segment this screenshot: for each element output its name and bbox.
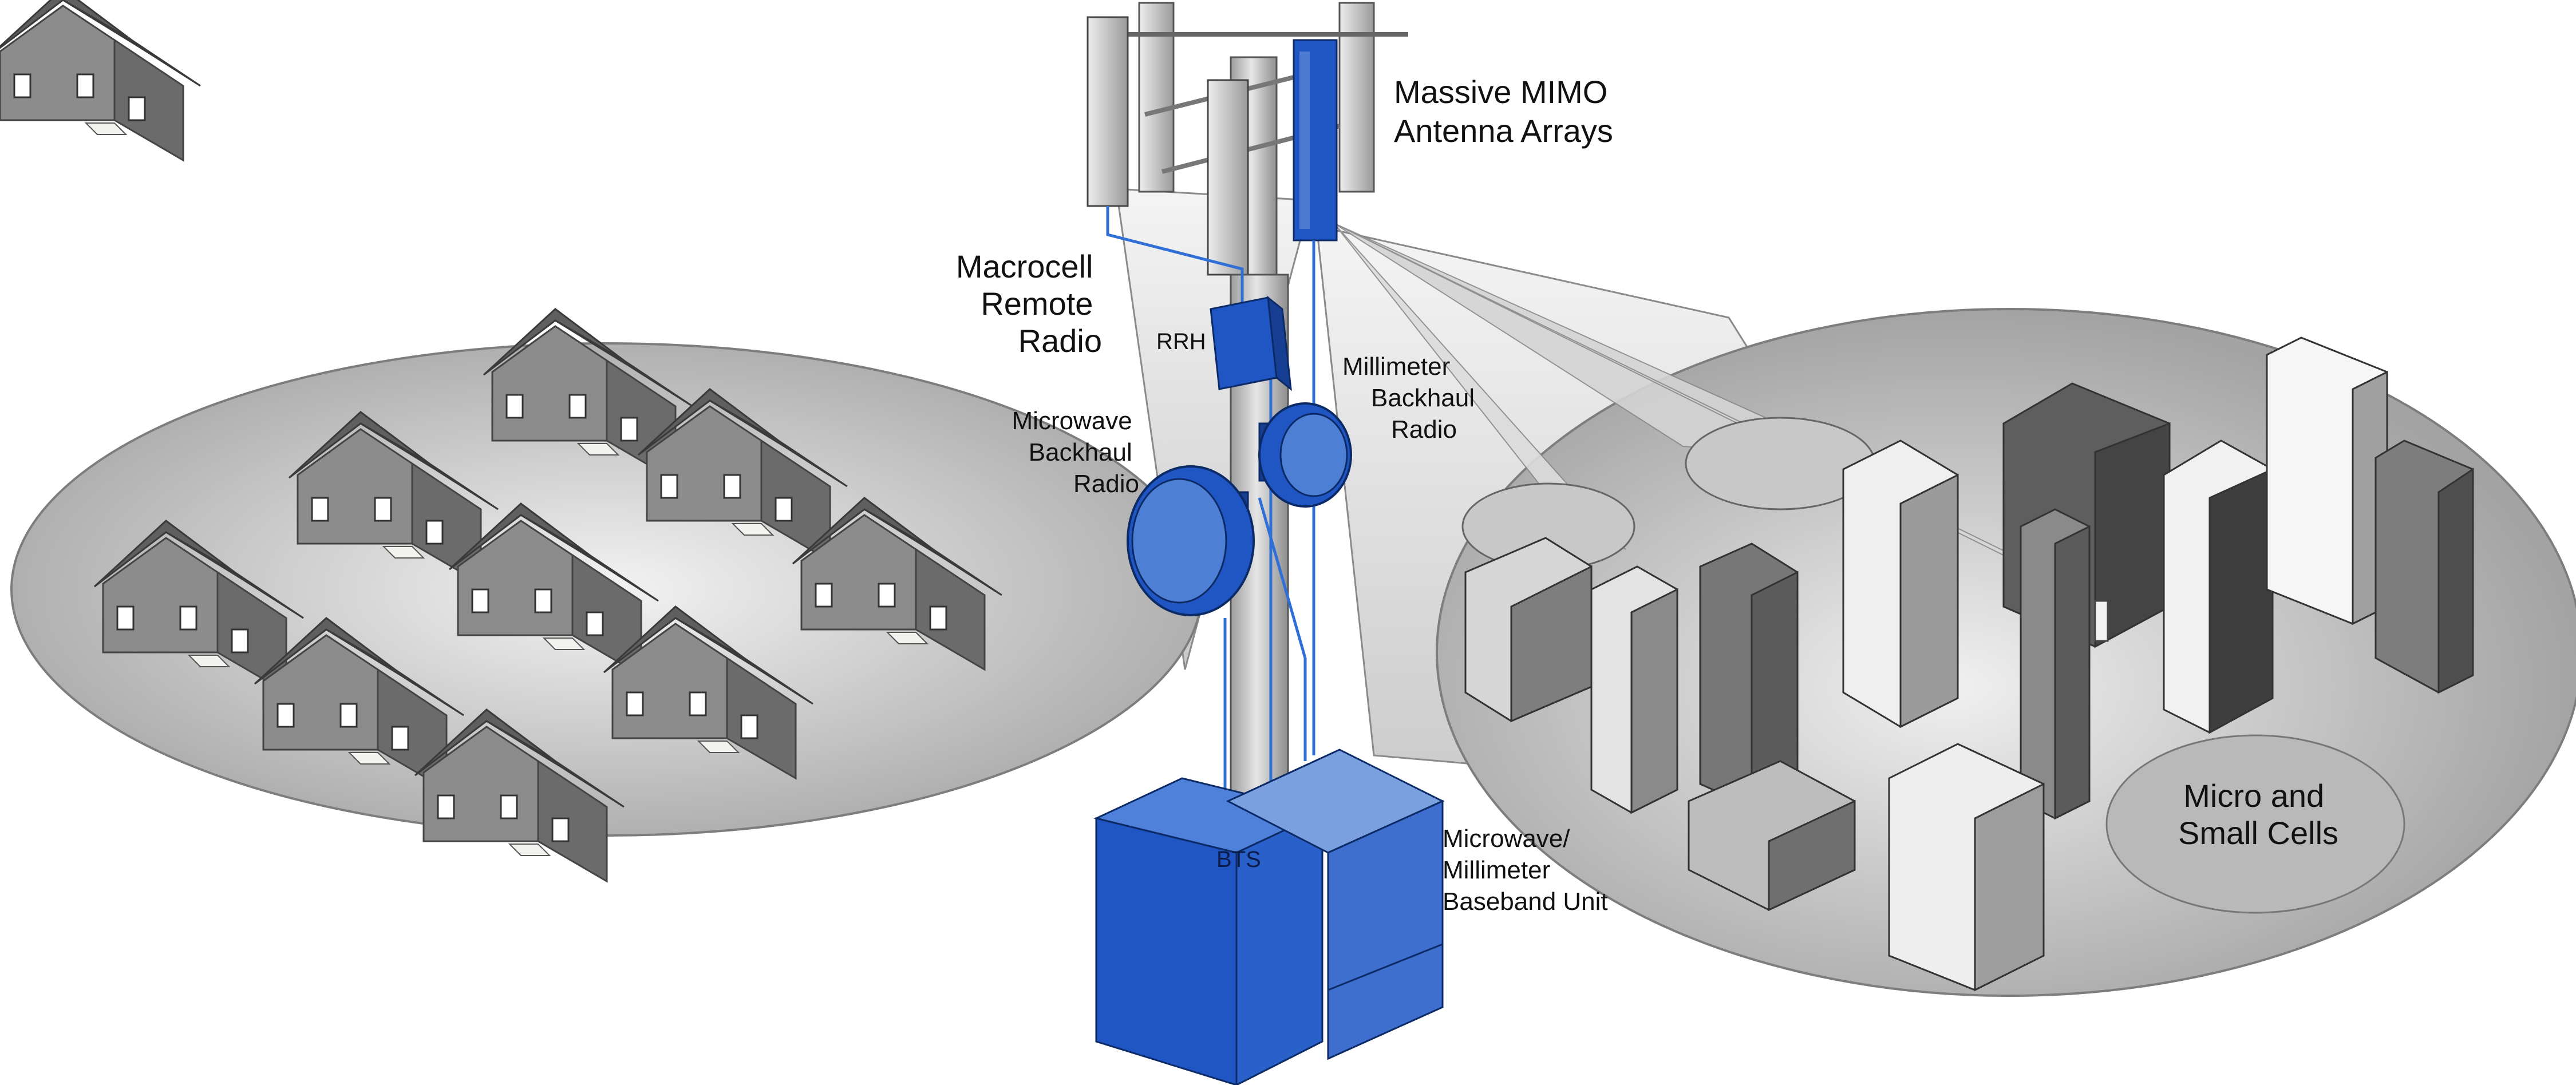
building-icon — [1464, 537, 1593, 723]
baseband-label: Microwave/ Millimeter Baseband Unit — [1443, 825, 1608, 916]
building-icon — [2020, 508, 2091, 820]
antenna-panel-icon — [1338, 2, 1375, 193]
residential-houses — [0, 0, 1003, 882]
building-icon — [2163, 439, 2274, 734]
massive-mimo-label: Massive MIMO Antenna Arrays — [1394, 74, 1617, 149]
antenna-panel-icon — [1086, 16, 1129, 207]
small-cells-area — [2105, 734, 2405, 914]
bts-label: BTS — [1216, 847, 1261, 872]
macrocell-label: Macrocell Remote Radio — [956, 248, 1102, 359]
building-icon — [1699, 542, 1799, 809]
rrh-unit — [1210, 295, 1292, 391]
house-icon — [0, 0, 201, 162]
building-icon — [1842, 439, 1959, 728]
cabinet-icon — [1226, 749, 1445, 1060]
small-cell-icon — [2094, 600, 2109, 642]
building-icon — [2002, 382, 2171, 648]
antenna-panel-icon — [1138, 2, 1175, 193]
microwave-backhaul-label: Microwave Backhaul Radio — [1012, 407, 1139, 498]
building-icon — [1590, 565, 1678, 814]
building-icon — [1888, 743, 2045, 992]
cabinet-icon — [1093, 777, 1325, 1085]
dish-icon — [1127, 465, 1255, 616]
rrh-label: RRH — [1156, 329, 1206, 354]
city-buildings — [1464, 336, 2474, 992]
small-cells-label: Micro and Small Cells — [2178, 778, 2338, 851]
building-icon — [1688, 760, 1856, 912]
dish-icon — [1258, 402, 1352, 508]
building-icon — [2374, 439, 2474, 694]
antenna-panel-icon — [1207, 79, 1249, 276]
millimeter-backhaul-label: Millimeter Backhaul Radio — [1342, 353, 1481, 443]
building-icon — [2266, 336, 2388, 625]
